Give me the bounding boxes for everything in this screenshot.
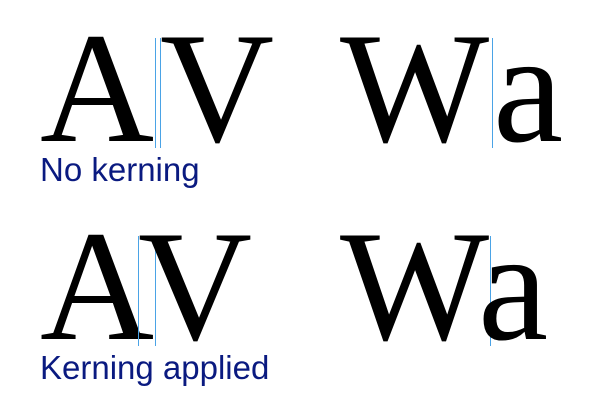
kerning-applied-caption: Kerning applied bbox=[40, 349, 270, 386]
glyph-boundary-line bbox=[155, 38, 156, 148]
glyph-W: W bbox=[340, 199, 490, 374]
glyph-V: V bbox=[160, 1, 275, 176]
glyph-a: a bbox=[478, 199, 549, 374]
glyph-V: V bbox=[138, 199, 253, 374]
no-kerning-caption: No kerning bbox=[40, 151, 200, 188]
glyph-boundary-line bbox=[155, 236, 156, 346]
glyph-boundary-line bbox=[138, 236, 139, 346]
glyph-boundary-line bbox=[492, 38, 493, 148]
glyph-a: a bbox=[493, 1, 564, 176]
glyph-A: A bbox=[40, 1, 155, 176]
glyph-A: A bbox=[40, 199, 155, 374]
glyph-boundary-line bbox=[490, 236, 491, 346]
glyph-W: W bbox=[340, 1, 490, 176]
glyph-boundary-line bbox=[160, 38, 161, 148]
